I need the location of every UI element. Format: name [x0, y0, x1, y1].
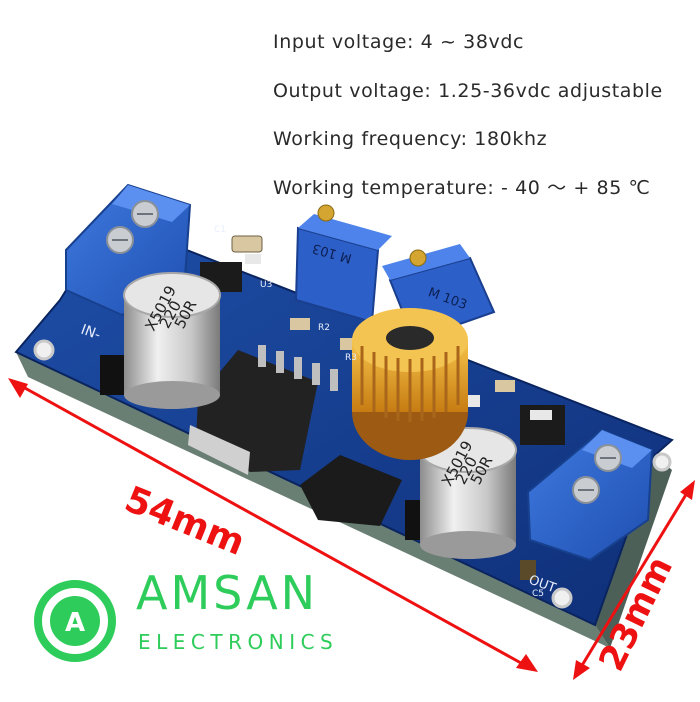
- brand-subtitle: ELECTRONICS: [138, 630, 339, 654]
- regulator-ic: [188, 345, 338, 475]
- specs-block: Input voltage: 4 ~ 38vdc Output voltage:…: [273, 22, 663, 216]
- silk-in-label: IN-: [79, 322, 103, 344]
- silk-u3: U3: [260, 280, 272, 290]
- dimension-arrow-width: [573, 480, 695, 680]
- inductor-coil: [352, 308, 468, 460]
- brand-name: AMSAN: [136, 566, 319, 620]
- brand-logo-letter: A: [65, 608, 85, 638]
- spec-working-temperature: Working temperature: - 40 ～ + 85 ℃: [273, 176, 651, 199]
- capacitor-left: X5019 220 50R: [100, 272, 221, 409]
- silk-c1: C1: [214, 225, 226, 235]
- dimension-arrow-length: [8, 378, 538, 672]
- spec-working-frequency: Working frequency: 180khz: [273, 128, 548, 150]
- silkscreen: IN- OUT C1 U3 R2 R3 C5: [79, 225, 558, 599]
- spec-input-voltage: Input voltage: 4 ~ 38vdc: [273, 31, 525, 53]
- spec-output-voltage: Output voltage: 1.25-36vdc adjustable: [273, 79, 663, 102]
- terminal-block-right: [526, 428, 654, 562]
- silk-r3: R3: [345, 353, 357, 363]
- brand-logo-icon: A: [34, 580, 116, 662]
- driver-ic: [300, 455, 402, 526]
- silk-c5: C5: [532, 589, 544, 599]
- silk-r2: R2: [318, 323, 330, 333]
- trimmer-left: M 103: [294, 204, 392, 324]
